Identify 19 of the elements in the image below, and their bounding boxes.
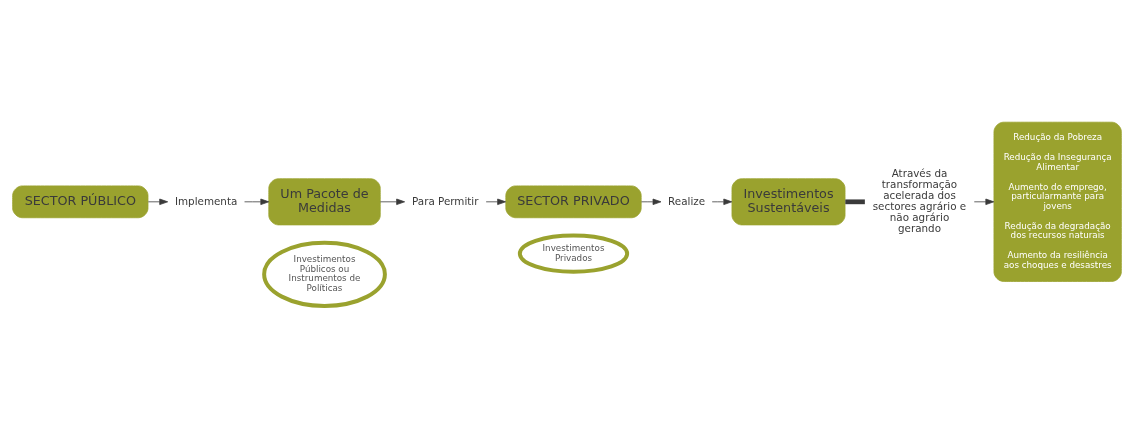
node-ellipse: Investimentos Privados <box>517 233 630 274</box>
node-text: Para Permitir <box>412 194 479 207</box>
arrow <box>380 198 405 205</box>
node-box: SECTOR PRIVADO <box>505 185 642 219</box>
node-text: Realize <box>668 194 706 207</box>
node-ellipse: Investimentos Públicos ou Instrumentos de Políticas <box>262 240 387 308</box>
arrow <box>711 198 733 205</box>
node-box: Redução da Pobreza Redução da Insegurança Alimentar Aumento do emprego, particularmante para jovens Redução da degradação dos recursos naturais Aumento da resiliência aos choques e desastres <box>993 121 1122 282</box>
arrow <box>973 198 995 205</box>
arrow <box>244 198 270 205</box>
arrow <box>485 198 506 205</box>
arrow <box>641 198 662 205</box>
connector <box>845 199 865 205</box>
node-box: SECTOR PÚBLICO <box>12 185 149 219</box>
node-text: Através da transformação acelerada dos sectores agrário e não agrário gerando <box>872 166 967 235</box>
node-box: Investimentos Sustentáveis <box>731 178 846 226</box>
arrow <box>147 198 169 205</box>
node-text: Implementa <box>174 194 238 207</box>
node-box: Um Pacote de Medidas <box>268 178 381 226</box>
